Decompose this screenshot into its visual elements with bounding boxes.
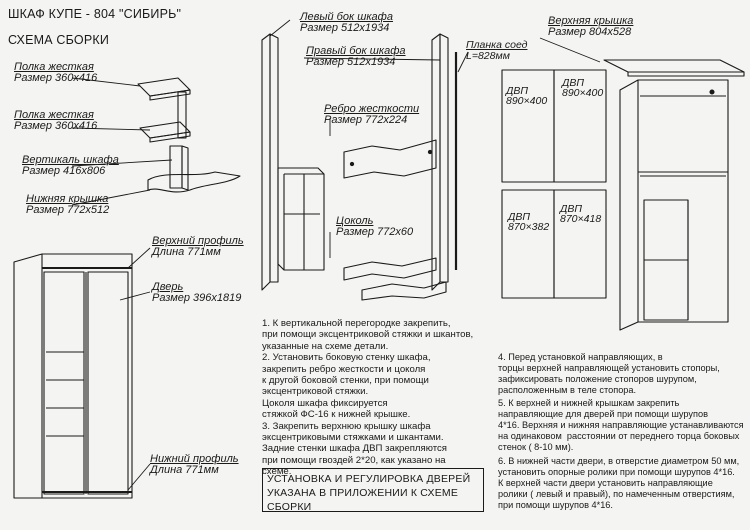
shelf-assembly-exploded: [137, 77, 241, 193]
part-label-bottom-profile: Нижний профиль Длина 771мм: [150, 454, 239, 476]
part-label-top-cover: Верхняя крышка Размер 804х528: [548, 16, 633, 38]
panel-name: ДВП: [506, 85, 529, 97]
part-label-rib: Ребро жесткости Размер 772х224: [324, 104, 419, 126]
part-label-shelf-top: Полка жесткая Размер 360х416: [14, 62, 97, 84]
part-size: Размер 772х512: [26, 204, 110, 216]
instructions-step-4: 4. Перед установкой направляющих, в торц…: [498, 352, 720, 395]
part-label-shelf-second: Полка жесткая Размер 360х416: [14, 110, 97, 132]
part-label-left-side: Левый бок шкафа Размер 512х1934: [300, 12, 393, 34]
back-panel-label-3: ДВП 870×382: [508, 211, 550, 233]
part-label-right-side: Правый бок шкафа Размер 512х1934: [306, 46, 406, 68]
part-size: Размер 512х1934: [300, 22, 390, 34]
part-size: Размер 396х1819: [152, 292, 242, 304]
part-name: Дверь: [152, 281, 184, 293]
part-name: Цоколь: [336, 215, 374, 227]
part-name: Верхний профиль: [152, 235, 244, 247]
back-panel-label-1: ДВП 890×400: [506, 85, 548, 107]
part-name: Полка жесткая: [14, 109, 94, 121]
part-name: Ребро жесткости: [324, 103, 420, 115]
part-size: Длина 771мм: [152, 246, 221, 258]
part-size: Размер 772х60: [336, 226, 414, 238]
part-size: L=828мм: [466, 50, 510, 62]
side-panels-exploded: [261, 19, 469, 301]
part-label-top-profile: Верхний профиль Длина 771мм: [152, 236, 244, 258]
part-label-plinth: Цоколь Размер 772х60: [336, 216, 413, 238]
panel-size: 870×382: [508, 221, 550, 233]
instructions-steps-1-3: 1. К вертикальной перегородке закрепить,…: [262, 318, 474, 478]
part-name: Левый бок шкафа: [300, 11, 393, 23]
part-name: Планка соед: [466, 39, 528, 51]
door-adjustment-note: Установка и регулировка дверей указана в…: [262, 468, 484, 513]
panel-name: ДВП: [562, 77, 585, 89]
panel-size: 890×400: [562, 87, 604, 99]
part-name: Правый бок шкафа: [306, 45, 406, 57]
leader-lines-left: [71, 77, 173, 206]
part-name: Нижняя крышка: [26, 193, 109, 205]
document-subtitle: СХЕМА СБОРКИ: [8, 33, 110, 47]
part-size: Размер 512х1934: [306, 56, 396, 68]
instructions-step-6: 6. В нижней части двери, в отверстие диа…: [498, 456, 740, 510]
instructions-step-5: 5. К верхней и нижней крышкам закрепить …: [498, 398, 744, 452]
panel-name: ДВП: [560, 203, 583, 215]
part-label-strip: Планка соед L=828мм: [466, 40, 527, 62]
back-panel-label-4: ДВП 870×418: [560, 203, 602, 225]
back-panel-label-2: ДВП 890×400: [562, 77, 604, 99]
part-size: Размер 416х806: [22, 165, 106, 177]
part-size: Длина 771мм: [150, 464, 219, 476]
cabinet-front-view: [13, 247, 151, 499]
part-name: Верхняя крышка: [548, 15, 634, 27]
part-size: Размер 772х224: [324, 114, 408, 126]
panel-name: ДВП: [508, 211, 531, 223]
part-name: Нижний профиль: [150, 453, 239, 465]
part-label-bottom-cover: Нижняя крышка Размер 772х512: [26, 194, 109, 216]
part-name: Полка жесткая: [14, 61, 94, 73]
document-title: ШКАФ КУПЕ - 804 "СИБИРЬ": [8, 7, 182, 21]
cabinet-side-assembly: [539, 37, 745, 331]
panel-size: 870×418: [560, 213, 602, 225]
part-name: Вертикаль шкафа: [22, 154, 119, 166]
part-size: Размер 804х528: [548, 26, 632, 38]
part-size: Размер 360х416: [14, 72, 98, 84]
panel-size: 890×400: [506, 95, 548, 107]
part-label-door: Дверь Размер 396х1819: [152, 282, 241, 304]
back-panels: [501, 69, 607, 299]
part-label-vertical: Вертикаль шкафа Размер 416х806: [22, 155, 119, 177]
part-size: Размер 360х416: [14, 120, 98, 132]
